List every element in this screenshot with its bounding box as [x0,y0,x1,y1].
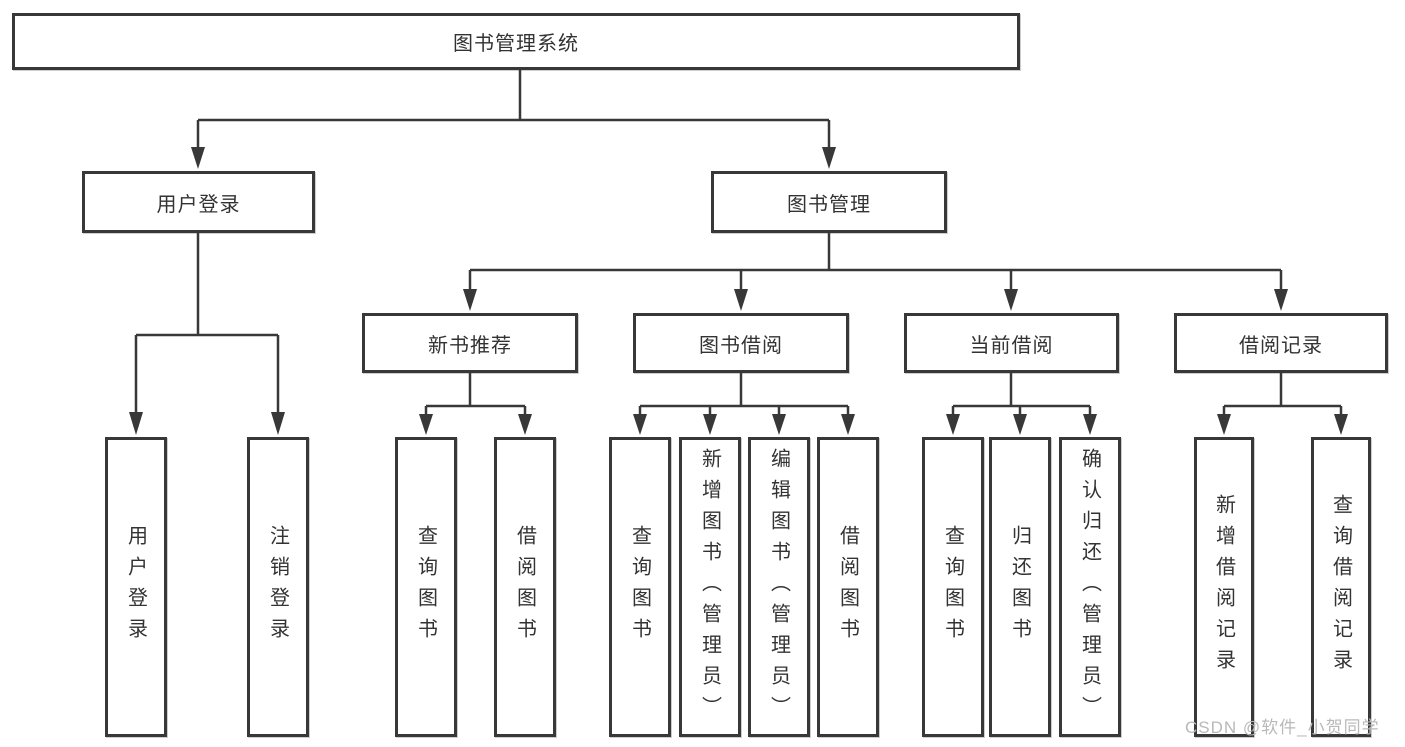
leaf-user-login: 用户登录 [105,437,167,737]
node-label: 借阅图书 [836,525,859,649]
node-label: 新增图书（管理员） [698,447,721,727]
leaf-add-book-admin: 新增图书（管理员） [679,437,741,737]
node-label: 新增借阅记录 [1212,494,1235,680]
leaf-query-books-recommend: 查询图书 [395,437,457,737]
node-book-borrowing: 图书借阅 [633,313,849,373]
node-label: 图书借阅 [699,334,783,357]
node-label: 确认归还（管理员） [1078,447,1101,727]
leaf-borrow-books-recommend: 借阅图书 [494,437,556,737]
node-label: 图书管理系统 [453,33,579,55]
node-new-book-recommendation: 新书推荐 [362,313,578,373]
node-label: 查询图书 [628,525,651,649]
node-current-borrowing: 当前借阅 [904,313,1119,373]
leaf-borrow-books: 借阅图书 [817,437,879,737]
node-label: 图书管理 [787,193,871,216]
node-label: 归还图书 [1008,525,1031,649]
node-label: 查询借阅记录 [1329,494,1352,680]
leaf-edit-book-admin: 编辑图书（管理员） [748,437,810,737]
node-label: 借阅记录 [1239,334,1323,357]
node-label: 编辑图书（管理员） [767,447,790,727]
leaf-query-books-borrow: 查询图书 [609,437,671,737]
node-label: 查询图书 [414,525,437,649]
leaf-confirm-return-admin: 确认归还（管理员） [1059,437,1121,737]
csdn-watermark: CSDN @软件_小贺同学 [1185,718,1380,737]
node-label: 用户登录 [156,193,241,216]
node-label: 新书推荐 [428,334,512,357]
leaf-logout: 注销登录 [247,437,309,737]
leaf-query-books-current: 查询图书 [922,437,984,737]
leaf-return-books: 归还图书 [989,437,1051,737]
node-label: 当前借阅 [969,334,1054,357]
node-user-login: 用户登录 [82,171,315,233]
leaf-query-borrow-record: 查询借阅记录 [1311,437,1371,737]
leaf-add-borrow-record: 新增借阅记录 [1194,437,1254,737]
node-borrowing-records: 借阅记录 [1174,313,1388,373]
node-label: 注销登录 [266,525,289,649]
node-library-management-system: 图书管理系统 [12,13,1020,70]
node-book-management: 图书管理 [711,171,947,233]
node-label: 用户登录 [124,525,147,649]
node-label: 借阅图书 [513,525,536,649]
node-label: 查询图书 [941,525,964,649]
